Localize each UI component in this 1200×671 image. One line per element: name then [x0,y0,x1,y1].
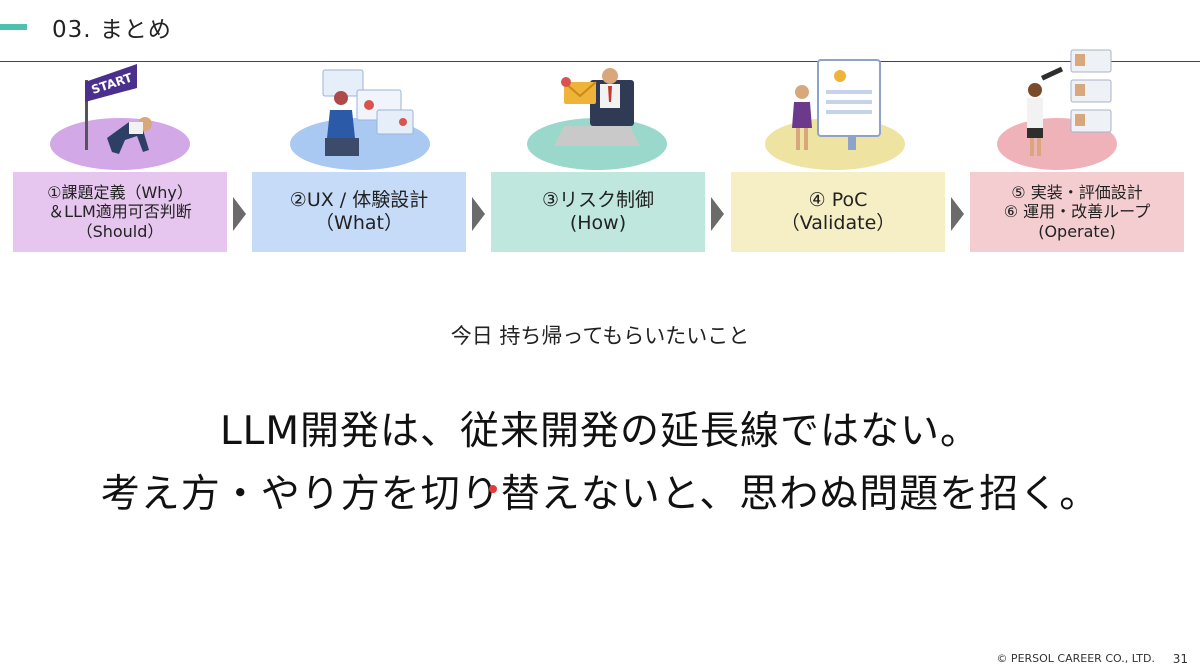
designer-legs [325,138,359,156]
designer-head [334,91,348,105]
operate-illustration [997,49,1117,170]
start-banner [85,64,137,102]
profile-photo-icon [1075,54,1085,66]
person-leg [1037,138,1041,156]
step-line: （Should） [76,221,164,241]
step-line: ＆LLM適用可否判断 [48,202,192,222]
risk-control-illustration [527,68,667,170]
step-box-what: ②UX / 体験設計 （What） [252,172,466,252]
person-body [1027,98,1043,128]
chevron-right-icon [472,197,485,231]
checklist-panel [817,59,881,137]
step-line: （Validate） [780,212,896,234]
step-box-validate: ④ PoC （Validate） [731,172,945,252]
takeaway-subtitle: 今日 持ち帰ってもらいたいこと [450,324,750,348]
profile-photo-icon [1075,84,1085,96]
chevron-right-icon [951,197,964,231]
laptop-keyboard [554,126,640,146]
step-line: ④ PoC [808,189,868,212]
step-line: ①課題定義（Why） [47,183,193,203]
monitor-stand [848,136,856,150]
person-head [602,68,618,84]
flag-pole [85,80,88,150]
person-leg [1030,138,1034,156]
title-accent-bar [0,24,27,30]
step-box-why: ①課題定義（Why） ＆LLM適用可否判断 （Should） [13,172,227,252]
key-message-line-1: LLM開発は、従来開発の延長線ではない。 [219,409,981,454]
step-line: （What） [315,212,403,234]
checklist-line [826,90,872,94]
checklist-line [826,110,872,114]
laser-pointer-dot [489,485,497,493]
chevron-right-icon [711,197,724,231]
slide-title: 03. まとめ [52,17,172,43]
person-leg [796,128,800,150]
chevron-right-icon [233,197,246,231]
profile-photo-icon [1075,114,1085,126]
step-line: ③リスク制御 [541,189,655,212]
telescope-icon [1041,66,1064,81]
key-message-line-2: 考え方・やり方を切り替えないと、思わぬ問題を招く。 [100,472,1100,517]
step-line: (How) [569,212,627,234]
person-body [792,102,812,128]
start-line-illustration: START [50,64,190,170]
step-line: (Operate) [1038,221,1116,241]
person-head [795,85,809,99]
copyright-notice: © PERSOL CAREER CO., LTD. [996,652,1155,665]
step-box-operate: ⑤ 実装・評価設計 ⑥ 運用・改善ループ (Operate) [970,172,1184,252]
checklist-line [826,100,872,104]
person-skirt [1027,128,1043,138]
title-divider [0,61,1200,62]
step-box-how: ③リスク制御 (How) [491,172,705,252]
designer-body [327,110,355,138]
person-leg [804,128,808,150]
alert-icon [364,100,374,110]
person-head [1028,83,1042,97]
warning-icon [561,77,571,87]
mail-envelope-icon [564,82,596,104]
step-line: ⑥ 運用・改善ループ [1003,202,1151,222]
mail-flap [563,81,597,98]
step-line: ②UX / 体験設計 [289,189,429,212]
page-number: 31 [1172,652,1188,666]
screen-panel [376,109,414,135]
alert-icon [399,118,407,126]
ux-design-illustration [290,69,430,170]
person-tie [608,86,612,102]
badge-icon [834,70,846,82]
poc-illustration [765,59,905,170]
step-line: ⑤ 実装・評価設計 [1011,183,1143,203]
runner-shirt [129,122,143,134]
